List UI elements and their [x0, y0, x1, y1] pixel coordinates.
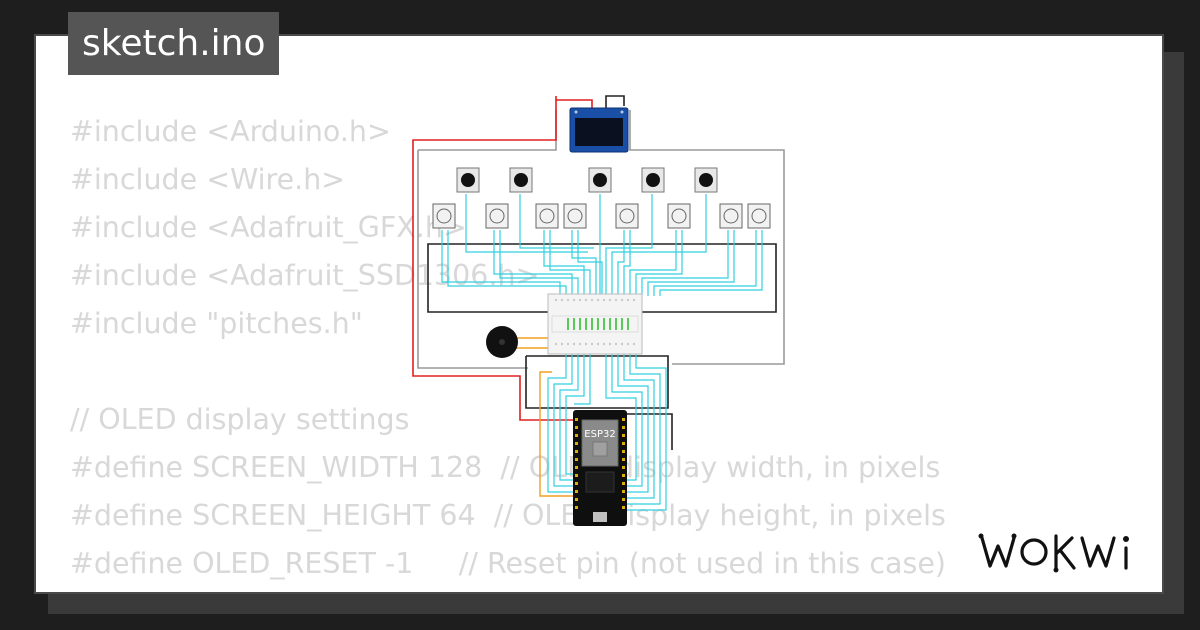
ground-wire	[427, 243, 777, 313]
power-wire	[412, 96, 574, 421]
code-line: #include "pitches.h"	[70, 307, 363, 340]
code-line: #include <Wire.h>	[70, 163, 346, 196]
signal-wires	[441, 194, 763, 511]
breadboard	[547, 293, 643, 355]
esp32-board: ESP32	[573, 410, 627, 526]
esp32-label: ESP32	[584, 429, 615, 440]
ground-wire	[605, 95, 625, 110]
code-preview: #include <Arduino.h> #include <Wire.h> #…	[70, 108, 946, 588]
oled-display	[569, 107, 629, 153]
code-line: #define OLED_RESET -1 // Reset pin (not …	[70, 547, 946, 580]
ground-wire	[624, 413, 673, 450]
code-line: // OLED display settings	[70, 403, 410, 436]
wokwi-logo	[978, 533, 1129, 573]
ground-wire	[525, 355, 669, 409]
code-line: #include <Arduino.h>	[70, 115, 391, 148]
code-line: #define SCREEN_WIDTH 128 // OLED display…	[70, 451, 941, 484]
code-line: #include <Adafruit_GFX.h>	[70, 211, 467, 244]
buzzer	[486, 326, 518, 358]
push-buttons-small	[432, 203, 771, 229]
power-wire	[556, 99, 593, 110]
buzzer-wire	[539, 371, 574, 497]
push-buttons-large	[456, 167, 718, 193]
ground-wire	[417, 150, 528, 369]
filename-tab: sketch.ino	[68, 12, 280, 75]
